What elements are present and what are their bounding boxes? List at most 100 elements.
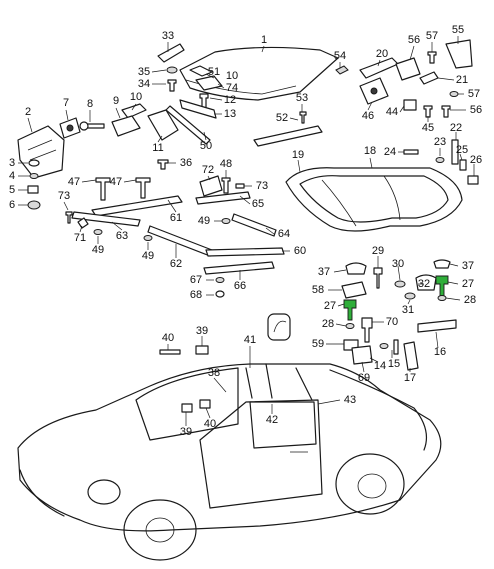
callout-50: 50 [200,140,212,152]
leader-47a [81,179,97,183]
washer-28a [345,323,355,329]
callout-26: 26 [470,154,482,166]
bracket-74 [195,75,223,91]
fastener-27-highlighted-right [435,275,449,297]
washer-49b [143,235,153,241]
callout-25: 25 [456,144,468,156]
screw-39a [195,345,209,355]
leader-11 [157,135,163,143]
callout-7: 7 [63,97,69,109]
leader-50 [203,131,207,141]
callout-37-left: 37 [318,266,330,278]
callout-65: 65 [252,198,264,210]
leader-61 [167,199,177,213]
washer-49c [221,218,231,224]
pin-47b [135,177,151,199]
nut-26 [467,175,479,185]
leader-27a [337,303,345,307]
pin-70 [361,317,373,343]
callout-67: 67 [190,274,202,286]
callout-74: 74 [226,82,238,94]
leader-44 [399,105,405,113]
leader-28a [335,323,347,327]
screw-36 [157,159,169,170]
callout-53: 53 [296,92,308,104]
leader-35 [151,69,167,73]
screw-39b [181,403,193,413]
leader-64 [265,227,275,235]
car-body-outline [17,363,442,532]
callout-11: 11 [152,142,163,154]
screw-45 [423,105,433,118]
car-bumper [19,469,65,517]
leader-43 [317,399,341,405]
callout-20: 20 [376,48,388,60]
callout-4: 4 [9,170,15,182]
bracket-72 [199,175,223,197]
callout-29: 29 [372,245,384,257]
leader-20 [377,59,381,67]
callout-18: 18 [364,145,376,157]
leader-2 [27,117,33,133]
callout-31: 31 [402,304,414,316]
callout-12: 12 [224,94,236,106]
callout-60: 60 [294,245,306,257]
callout-27-right: 27 [462,278,474,290]
callout-48: 48 [220,158,232,170]
screw-53 [299,111,307,124]
callout-28-right: 28 [464,294,476,306]
bracket-55 [445,39,473,69]
washer-57b [449,91,459,97]
callout-labels: 1 2 3 4 5 6 7 8 9 10 10 11 12 13 14 15 1… [9,24,482,438]
callout-33: 33 [162,30,174,42]
callout-41: 41 [244,334,256,346]
leader-7 [65,109,69,121]
callout-17: 17 [404,372,416,384]
washer-3 [28,159,40,167]
callout-57-bottom: 57 [468,88,480,100]
bolt-16 [417,319,457,333]
strip-17 [403,341,419,371]
washer-67 [215,277,225,283]
leader-56 [409,45,415,61]
washer-31 [404,292,416,300]
callout-49-right: 49 [198,215,210,227]
latch-plate-hole [370,87,378,95]
screw-73b [65,211,73,224]
screw-57a [427,51,437,64]
block-14 [351,345,373,365]
screw-15b [393,339,399,355]
leader-72 [207,175,211,181]
leader-9 [115,107,121,119]
car-front-wheel-hub [145,517,175,543]
rail-63 [71,211,141,227]
leader-31 [407,299,411,305]
leader-18 [369,157,373,169]
car-side-window [249,401,317,449]
car-windshield [135,367,239,441]
rail-65 [195,191,251,205]
leader-37b [449,263,459,267]
callout-55: 55 [452,24,464,36]
washer-4 [29,173,39,179]
clip-51 [189,65,213,77]
clip-25 [459,159,467,171]
callout-44: 44 [386,106,398,118]
leader-37a [333,269,347,273]
lever-10 [121,103,147,119]
callout-36: 36 [180,157,192,169]
leader-52 [289,117,299,121]
leader-28b [445,297,461,301]
car-door [199,399,323,509]
cap-68 [215,290,225,298]
spring-21 [419,71,439,85]
callout-6: 6 [9,199,15,211]
callout-9: 9 [113,95,119,107]
callout-21: 21 [456,74,468,86]
callout-64: 64 [278,228,290,240]
leader-69 [361,361,365,373]
washer-49a [93,229,103,235]
car-headlight [87,479,121,505]
car-rear-wheel [335,453,405,515]
